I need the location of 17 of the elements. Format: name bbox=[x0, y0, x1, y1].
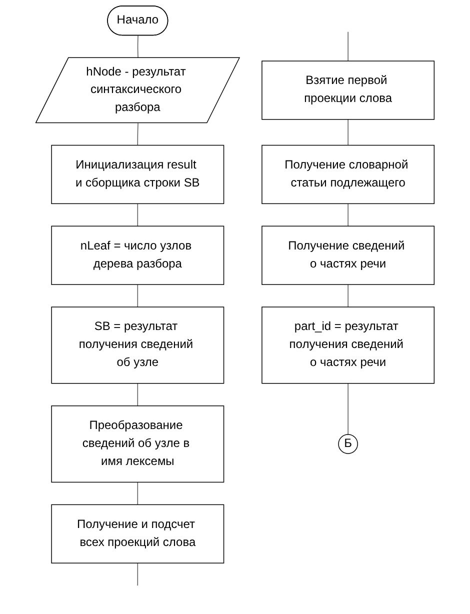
connector bbox=[137, 35, 138, 58]
node-box: Инициализация result и сборщика строки SB bbox=[51, 144, 224, 204]
connector bbox=[137, 203, 138, 226]
node-box: Преобразование сведений об узле в имя лексемы bbox=[51, 405, 224, 483]
connector bbox=[137, 482, 138, 506]
node-box: Получение словарной статьи подлежащего bbox=[262, 144, 435, 204]
connector bbox=[137, 122, 138, 146]
connector bbox=[137, 562, 138, 586]
node-box: nLeaf = число узлов дерева разбора bbox=[51, 226, 224, 285]
node-box: Получение и подсчет всех проекций слова bbox=[51, 504, 224, 564]
node-box: part_id = результат получения сведений о частях речи bbox=[262, 306, 435, 384]
node-box: Взятие первой проекции слова bbox=[262, 60, 435, 120]
node-circle: Б bbox=[338, 434, 358, 454]
node-box: SB = результат получения сведений об узле bbox=[51, 306, 224, 384]
connector bbox=[137, 284, 138, 308]
connector bbox=[137, 383, 138, 406]
node-box: Получение сведений о частях речи bbox=[262, 226, 435, 285]
